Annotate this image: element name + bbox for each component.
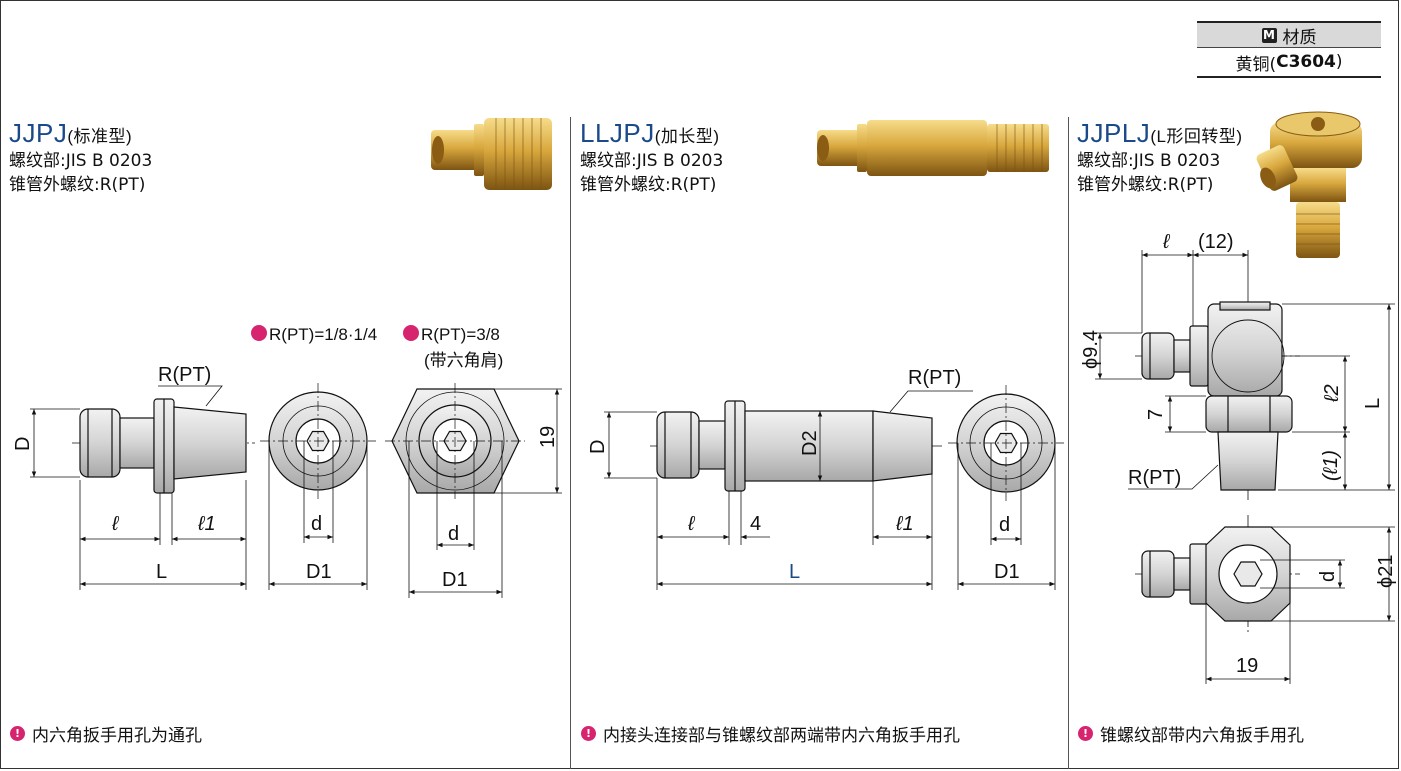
- dim-l1: (ℓ1): [1320, 450, 1342, 481]
- jjplj-side-view: [1135, 290, 1300, 500]
- dim-D2: D2: [799, 430, 821, 456]
- dim-L: L: [1362, 398, 1384, 409]
- section-note: !内六角扳手用孔为通孔: [10, 721, 202, 746]
- jjpj-front-dims: [268, 441, 368, 590]
- lljpj-front-view: [948, 385, 1064, 501]
- dim-l2: ℓ2: [1321, 384, 1343, 403]
- section-title: JJPLJ(L形回转型): [1077, 118, 1243, 148]
- dim-D: D: [12, 437, 34, 451]
- dim-rpt: R(PT): [1128, 467, 1181, 489]
- section-note: !内接头连接部与锥螺纹部两端带内六角扳手用孔: [581, 721, 960, 746]
- section-spec: 螺纹部:JIS B 0203 锥管外螺纹:R(PT): [1077, 151, 1221, 195]
- pin-icon: !: [1078, 726, 1093, 741]
- product-photo-jjplj: [1256, 111, 1362, 258]
- lljpj-dimensions: [604, 390, 973, 590]
- dim-d: d: [448, 523, 459, 545]
- pin-icon: !: [581, 726, 596, 741]
- pin-icon: [251, 325, 267, 341]
- dim-12: (12): [1198, 231, 1234, 253]
- variant-sublabel: (带六角肩): [424, 351, 503, 370]
- jjpj-side-view: [72, 398, 255, 494]
- dim-phi9.4: ϕ9.4: [1080, 330, 1102, 369]
- jjpj-hex-view: [385, 383, 525, 499]
- dim-l1: ℓ1: [895, 513, 914, 535]
- section-title: LLJPJ(加长型): [580, 118, 720, 148]
- material-label: 材质: [1282, 27, 1317, 48]
- dim-D1: D1: [442, 569, 468, 591]
- section-note: !锥螺纹部带内六角扳手用孔: [1078, 721, 1304, 746]
- pin-icon: [403, 325, 419, 341]
- product-photo-jjpj: [431, 118, 552, 190]
- jjpj-front-view: [260, 383, 376, 499]
- dim-l: ℓ: [111, 513, 120, 535]
- section-divider: [1068, 117, 1069, 769]
- jjpj-hex-dims: [408, 388, 562, 598]
- dim-19: 19: [537, 426, 559, 448]
- dim-d: d: [311, 513, 322, 535]
- dim-l: ℓ: [1162, 231, 1171, 253]
- jjplj-top-dims: [1205, 526, 1395, 684]
- section-title: JJPJ(标准型): [9, 118, 133, 148]
- lljpj-side-view: [650, 400, 945, 492]
- dim-d: d: [999, 514, 1010, 536]
- dim-L: L: [156, 561, 167, 583]
- dim-rpt: R(PT): [158, 364, 211, 386]
- lljpj-front-dims: [957, 443, 1056, 590]
- material-header: M 材质: [1197, 23, 1381, 48]
- dim-D1: D1: [994, 561, 1020, 583]
- section-divider: [570, 117, 571, 769]
- material-m-icon: M: [1261, 27, 1277, 43]
- jjplj-top-view: [1135, 515, 1300, 635]
- variant-label: R(PT)=3/8: [421, 325, 500, 344]
- variant-label: R(PT)=1/8·1/4: [269, 325, 377, 344]
- dim-d: d: [1317, 571, 1339, 582]
- section-spec: 螺纹部:JIS B 0203 锥管外螺纹:R(PT): [580, 151, 724, 195]
- jjpj-dimensions: [30, 385, 247, 590]
- dim-4: 4: [750, 513, 761, 535]
- product-photo-lljpj: [817, 120, 1049, 176]
- dim-D: D: [587, 440, 609, 454]
- material-table: M 材质 黄铜(C3604): [1197, 21, 1381, 78]
- dim-l: ℓ: [687, 513, 696, 535]
- dim-D1: D1: [306, 561, 332, 583]
- jjplj-dimensions: [1095, 250, 1395, 491]
- dim-phi21: ϕ21: [1375, 555, 1397, 588]
- dim-l1: ℓ1: [197, 513, 216, 535]
- section-spec: 螺纹部:JIS B 0203 锥管外螺纹:R(PT): [9, 151, 153, 195]
- dim-7: 7: [1145, 409, 1167, 420]
- material-value: 黄铜(C3604): [1235, 52, 1343, 75]
- pin-icon: !: [10, 726, 25, 741]
- dim-L: L: [789, 561, 800, 583]
- dim-19: 19: [1236, 655, 1258, 677]
- dim-rpt: R(PT): [908, 367, 961, 389]
